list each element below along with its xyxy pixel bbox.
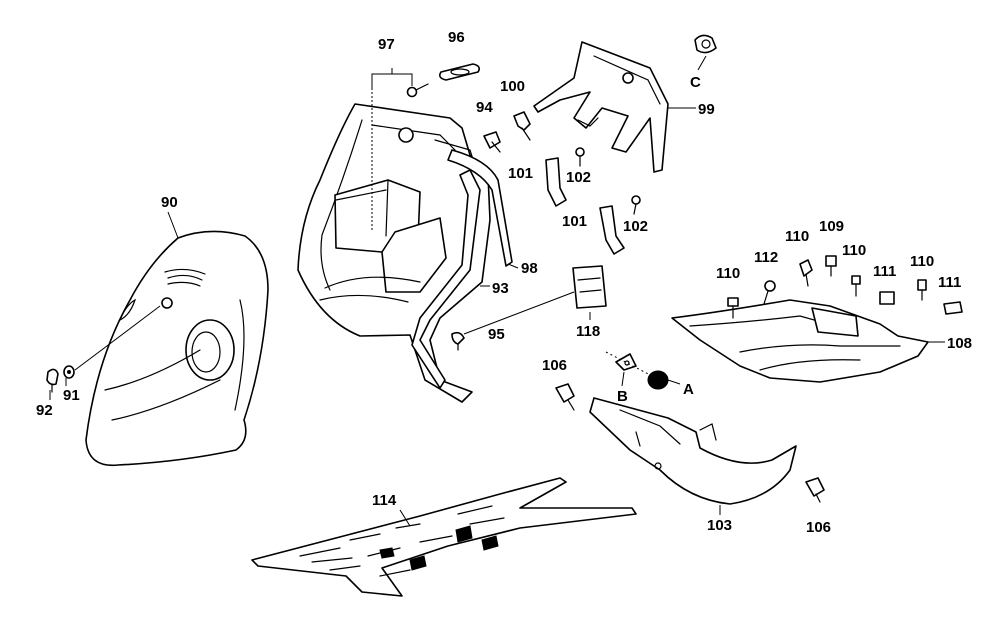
label-102-upper: 102 — [566, 169, 591, 186]
plate-part-118 — [572, 265, 607, 309]
floor-mat-part-114 — [251, 477, 637, 597]
label-91: 91 — [63, 387, 80, 404]
label-102-lower: 102 — [623, 218, 648, 235]
screw-part-95 — [451, 331, 465, 351]
nut-part-110-b — [799, 259, 813, 287]
label-109: 109 — [819, 218, 844, 235]
label-110-d: 110 — [910, 253, 934, 270]
frame-bracket-part-93 — [411, 169, 481, 389]
leader-line-b — [605, 351, 657, 379]
label-112: 112 — [754, 249, 778, 266]
leader-tick-98 — [507, 263, 519, 269]
label-106-upper: 106 — [542, 357, 567, 374]
label-ref-c: C — [690, 74, 701, 91]
label-99: 99 — [698, 101, 715, 118]
label-101-upper: 101 — [508, 165, 533, 182]
front-shield-part-90 — [85, 230, 269, 467]
leader-line-91 — [74, 305, 161, 371]
top-bracket-part-99 — [533, 41, 669, 173]
label-111-a: 111 — [873, 263, 896, 280]
label-110-a: 110 — [716, 265, 740, 282]
screw-part-102-upper — [575, 147, 585, 167]
leader-line-a — [667, 379, 681, 385]
bolt-part-97 — [406, 83, 429, 98]
label-100: 100 — [500, 78, 525, 95]
label-110-c: 110 — [842, 242, 866, 259]
clip-part-b — [615, 353, 637, 371]
label-ref-b: B — [617, 388, 628, 405]
screw-part-94 — [483, 131, 501, 153]
leader-tick-90 — [167, 211, 179, 239]
under-cover-part-103 — [589, 397, 797, 505]
label-101-lower: 101 — [562, 213, 587, 230]
label-92: 92 — [36, 402, 53, 419]
clip-part-100 — [513, 111, 531, 141]
screw-part-106-upper — [555, 383, 575, 411]
label-97: 97 — [378, 36, 395, 53]
label-118: 118 — [576, 323, 600, 340]
screw-part-92 — [46, 368, 59, 393]
inner-panel-part-93 — [297, 103, 491, 403]
label-103: 103 — [707, 517, 732, 534]
leader-tick-b — [621, 371, 625, 387]
label-114: 114 — [372, 492, 397, 509]
screw-part-110-a — [727, 297, 739, 319]
floor-cover-part-108 — [671, 299, 929, 383]
label-90: 90 — [161, 194, 178, 211]
screw-part-112 — [763, 280, 776, 305]
clip-part-96 — [439, 63, 480, 81]
label-93: 93 — [492, 280, 509, 297]
screw-part-110-c — [851, 275, 861, 297]
label-108: 108 — [947, 335, 972, 352]
bracket-part-101-lower — [599, 205, 625, 255]
screw-part-106-lower — [805, 477, 825, 503]
label-111-b: 111 — [938, 274, 961, 291]
grommet-part-a — [647, 370, 669, 390]
clip-part-111-b — [943, 301, 963, 315]
label-106-lower: 106 — [806, 519, 831, 536]
side-rail-part-98 — [447, 149, 513, 267]
bracket-part-101-upper — [545, 157, 567, 207]
label-95: 95 — [488, 326, 505, 343]
leader-tick-c — [697, 55, 707, 71]
washer-part-91 — [63, 365, 75, 379]
label-110-b: 110 — [785, 228, 809, 245]
clip-part-111-a — [879, 291, 895, 305]
label-94: 94 — [476, 99, 493, 116]
leader-line-95 — [463, 291, 575, 335]
leader-tick-114 — [399, 509, 411, 527]
fastener-part-c — [694, 34, 717, 54]
screw-part-102-lower — [631, 195, 641, 215]
label-ref-a: A — [683, 381, 694, 398]
nut-part-109 — [825, 255, 837, 277]
label-96: 96 — [448, 29, 465, 46]
screw-part-110-d — [917, 279, 927, 301]
leader-bracket-97 — [371, 68, 413, 88]
label-98: 98 — [521, 260, 538, 277]
